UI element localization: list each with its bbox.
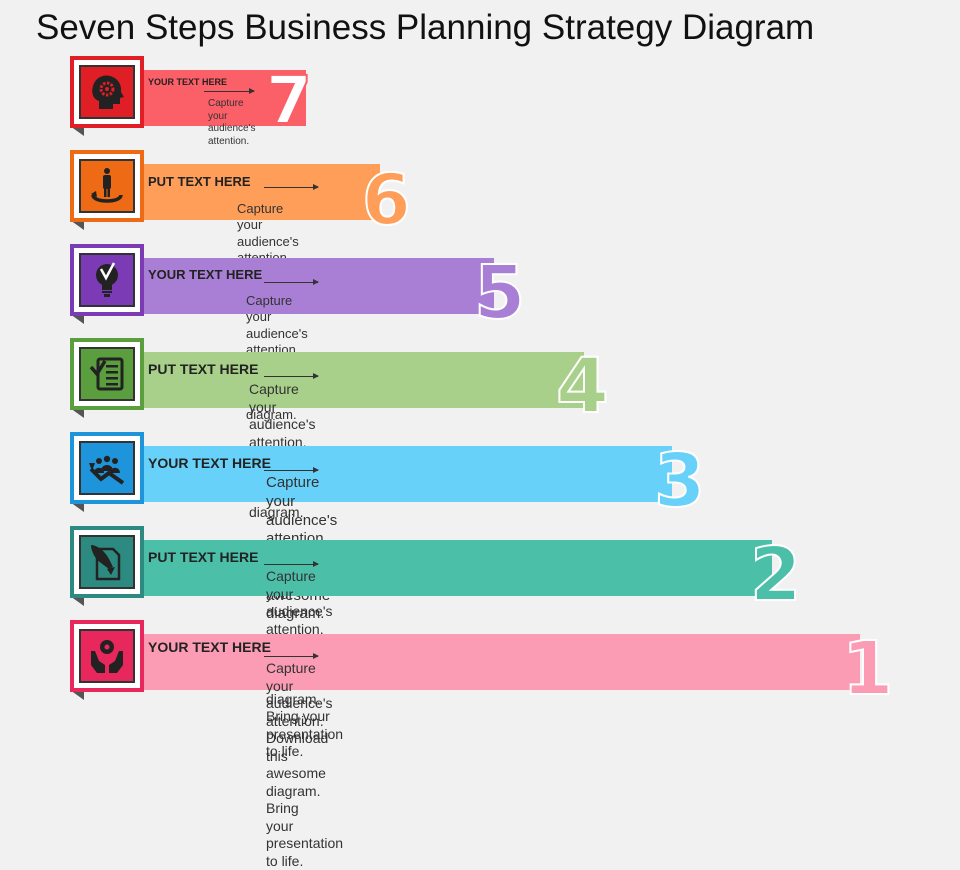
step-number: 6 [362,165,411,235]
icon-tile [79,65,135,119]
icon-tile [79,441,135,495]
step-description: Capture your audience's attention. [208,98,256,148]
step-number: 2 [750,538,802,612]
icon-frame [70,150,144,222]
icon-tile [79,253,135,307]
step-heading: YOUR TEXT HERE [148,639,271,655]
arrow-icon [264,656,318,657]
step-heading: YOUR TEXT HERE [148,455,271,471]
icon-frame [70,56,144,128]
step-heading: PUT TEXT HERE [148,361,258,377]
icon-tile [79,159,135,213]
icon-frame [70,338,144,410]
arrow-icon [264,376,318,377]
icon-frame [70,620,144,692]
desc-line: your presentation to life. [266,818,343,870]
icon-tile [79,347,135,401]
page-title: Seven Steps Business Planning Strategy D… [36,8,814,48]
icon-frame [70,526,144,598]
step-number: 7 [266,68,312,134]
icon-frame [70,244,144,316]
hands-piggybank-icon [89,637,125,675]
checklist-icon [89,355,125,393]
step-description: Capture your audience's attention. Downl… [266,660,343,870]
arrow-icon [264,282,318,283]
step-number: 4 [556,348,609,424]
step-description: Capture your audience's attention. [237,201,299,266]
desc-line: Capture your [237,201,299,234]
desc-line: Capture your [208,98,256,123]
step-heading: PUT TEXT HERE [148,549,258,565]
desc-line: Capture your audience's attention. [246,293,308,358]
step-heading: YOUR TEXT HERE [148,77,227,87]
step-heading: YOUR TEXT HERE [148,267,262,282]
icon-tile [79,629,135,683]
desc-line: attention. [208,136,256,149]
arrow-icon [264,470,318,471]
document-rocket-icon [89,543,125,581]
step-number: 3 [654,444,706,518]
desc-line: Capture your audience's attention. Downl… [266,660,343,818]
arrow-icon [264,187,318,188]
head-gear-icon [89,73,125,111]
team-growth-icon [89,449,125,487]
lightbulb-icon [89,261,125,299]
person-cycle-icon [89,167,125,205]
icon-frame [70,432,144,504]
step-heading: PUT TEXT HERE [148,174,251,189]
step-number: 1 [842,632,894,706]
icon-tile [79,535,135,589]
desc-line: audience's [208,123,256,136]
step-number: 5 [474,256,526,330]
arrow-icon [264,564,318,565]
arrow-icon [204,91,254,92]
